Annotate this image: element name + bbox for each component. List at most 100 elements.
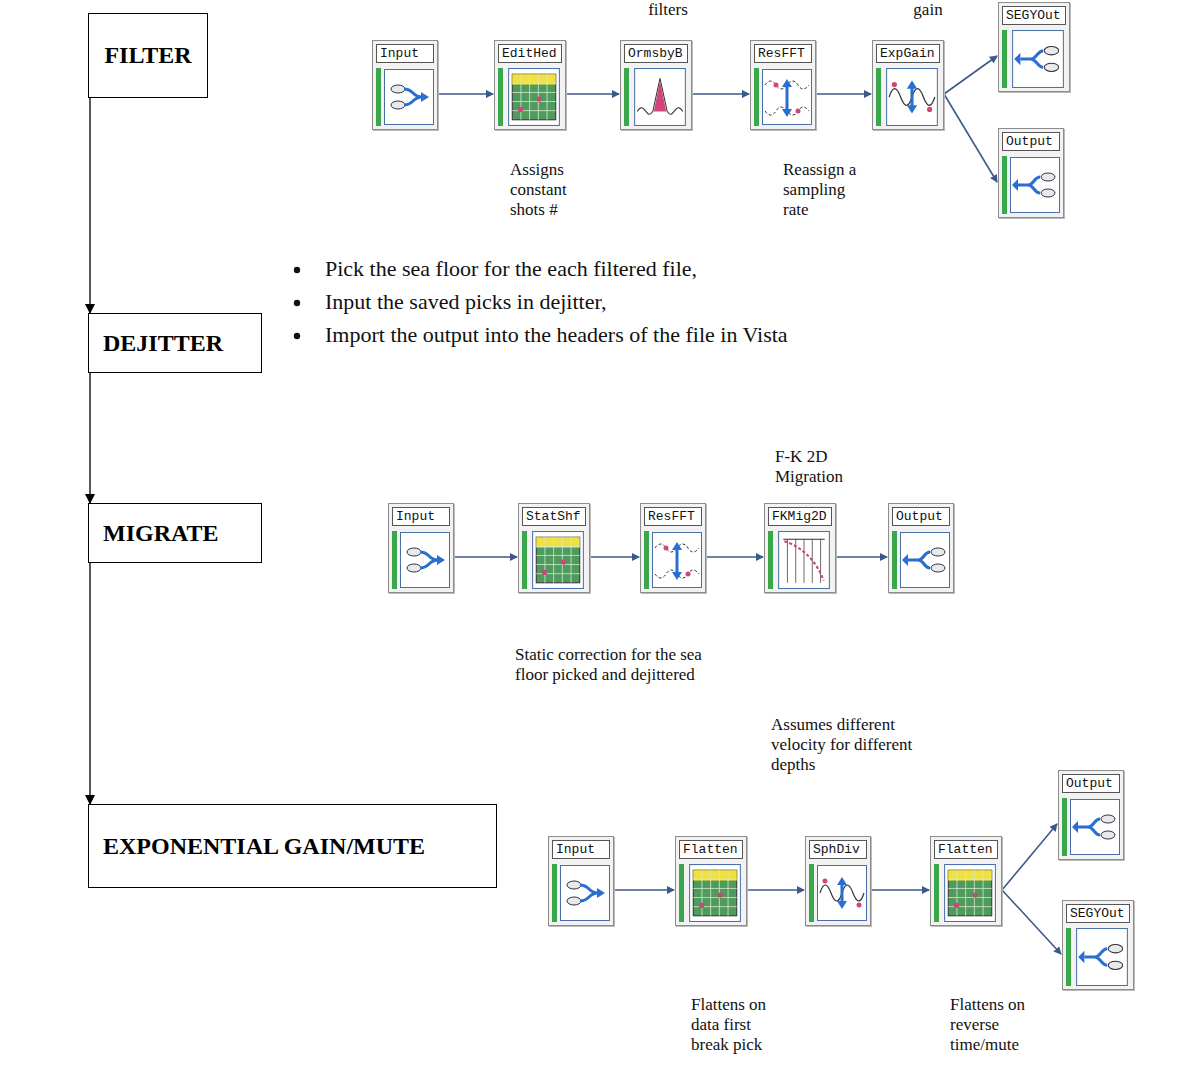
bullet-text: Import the output into the headers of th… — [325, 322, 788, 348]
icon-stroke — [536, 537, 580, 547]
icon-stroke — [1044, 63, 1059, 71]
module-title: Output — [892, 507, 950, 526]
icon-stroke — [553, 537, 554, 583]
icon-stroke — [786, 83, 789, 113]
module-title: SphDiv — [809, 840, 867, 859]
icon-stroke — [1108, 961, 1123, 969]
status-bar — [679, 864, 684, 922]
process-box: DEJITTER — [88, 313, 262, 373]
icon-stroke — [518, 107, 523, 112]
module-box: Output — [888, 503, 954, 593]
icon-stroke — [1011, 158, 1060, 213]
icon-stroke — [892, 82, 897, 87]
icon-stroke — [637, 78, 683, 114]
icon-stroke — [1013, 31, 1064, 88]
icon-stroke — [567, 881, 581, 889]
module-title: Flatten — [679, 840, 743, 859]
module-box: Input — [372, 40, 438, 130]
module-link — [692, 93, 749, 95]
icon-stroke — [1041, 173, 1055, 181]
icon-stroke — [512, 101, 556, 102]
icon-stroke — [1018, 177, 1040, 193]
icon-stroke — [887, 69, 938, 126]
icon-stroke — [818, 866, 867, 921]
icon-stroke — [690, 865, 741, 922]
icon-stroke — [512, 92, 556, 93]
icon-stroke — [931, 564, 945, 572]
module-icon — [762, 68, 812, 126]
note-text: Assumes different velocity for different… — [771, 715, 931, 775]
note-text: Static correction for the sea floor pick… — [515, 645, 715, 685]
module-title: ResFFT — [754, 44, 812, 63]
module-title: FKMig2D — [768, 507, 832, 526]
icon-stroke — [948, 897, 992, 898]
icon-stroke — [437, 555, 445, 565]
module-box: Output — [1058, 770, 1124, 860]
icon-stroke — [1101, 831, 1115, 839]
icon-stroke — [653, 533, 702, 588]
bullet-text: Input the saved picks in dejitter, — [325, 289, 606, 315]
icon-stroke — [956, 870, 957, 916]
module-title: Output — [1002, 132, 1060, 151]
module-box: ResFFT — [640, 503, 706, 593]
note-text: Flattens on reverse time/mute — [950, 995, 1045, 1055]
status-bar — [1002, 156, 1007, 214]
box-title: FILTER — [104, 42, 191, 69]
icon-stroke — [537, 96, 542, 101]
icon-stroke — [544, 537, 545, 583]
icon-stroke — [580, 885, 598, 901]
icon-stroke — [1012, 179, 1018, 191]
module-icon — [632, 68, 688, 126]
icon-stroke — [1041, 189, 1055, 197]
icon-stroke — [391, 101, 405, 109]
icon-stroke — [796, 109, 801, 114]
icon-stroke — [948, 870, 992, 916]
icon-stroke — [1071, 800, 1120, 855]
icon-stroke — [407, 548, 421, 556]
module-box: SEGYOut — [998, 2, 1070, 92]
module-box: ResFFT — [750, 40, 816, 130]
icon-stroke — [1084, 949, 1107, 966]
icon-stroke — [782, 79, 792, 117]
icon-stroke — [927, 107, 932, 112]
module-title: ExpGain — [876, 44, 940, 63]
module-link — [816, 93, 871, 95]
status-bar — [522, 531, 527, 589]
icon-stroke — [654, 80, 666, 111]
icon-stroke — [561, 866, 610, 921]
flow-arrow — [89, 373, 90, 503]
module-box: Flatten — [675, 836, 747, 926]
status-bar — [498, 68, 503, 126]
icon-stroke — [385, 70, 434, 125]
icon-stroke — [401, 533, 450, 588]
module-link — [590, 556, 639, 558]
process-box: EXPONENTIAL GAIN/MUTE — [88, 804, 497, 888]
icon-stroke — [718, 892, 723, 897]
process-box: MIGRATE — [88, 503, 262, 563]
icon-stroke — [728, 870, 729, 916]
module-icon — [776, 531, 832, 589]
note-text: F-K 2D Migration — [775, 447, 855, 487]
icon-stroke — [837, 877, 847, 909]
module-title: Flatten — [934, 840, 998, 859]
module-icon — [884, 68, 940, 126]
icon-stroke — [779, 532, 830, 589]
module-link — [871, 889, 929, 891]
module-title: Input — [376, 44, 434, 63]
module-box: Output — [998, 128, 1064, 218]
module-link — [1002, 890, 1061, 954]
icon-stroke — [945, 865, 996, 922]
icon-stroke — [948, 879, 992, 880]
icon-stroke — [763, 70, 812, 125]
icon-stroke — [774, 83, 779, 88]
module-title: SEGYOut — [1066, 904, 1130, 923]
icon-stroke — [823, 879, 828, 884]
flow-arrow — [89, 98, 90, 313]
module-box: EditHed — [494, 40, 566, 130]
icon-stroke — [1078, 819, 1100, 835]
icon-stroke — [1108, 945, 1123, 953]
icon-stroke — [520, 74, 521, 120]
module-icon — [530, 531, 586, 589]
icon-stroke — [1020, 51, 1043, 68]
